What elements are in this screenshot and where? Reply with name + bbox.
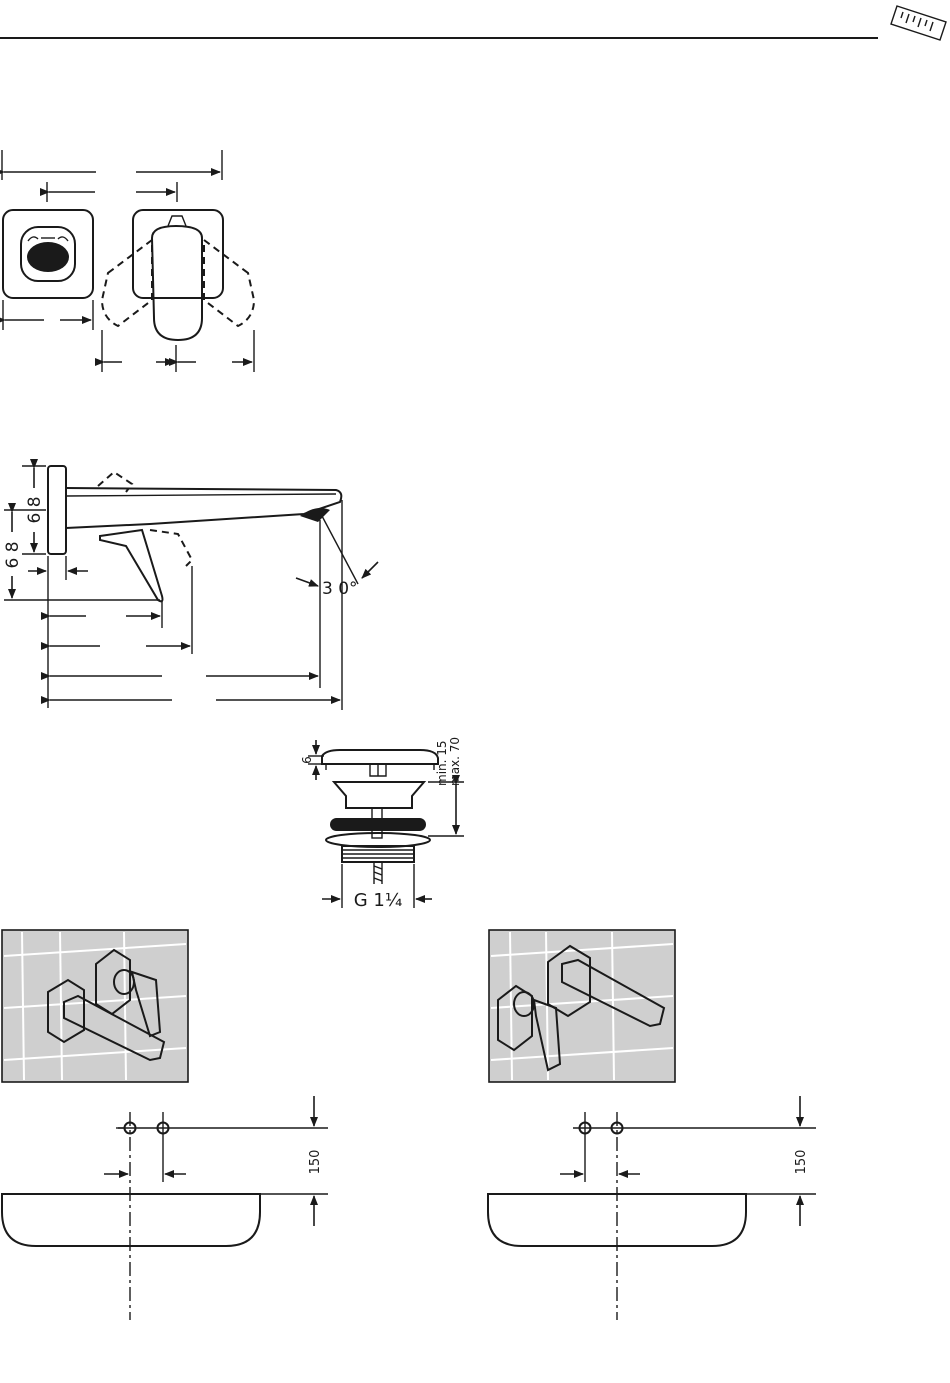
side-view: 6 8 6 8 3 0° xyxy=(3,466,378,710)
dim-150-left: 150 xyxy=(308,1150,323,1175)
front-view xyxy=(2,150,254,372)
dim-6: 6 xyxy=(300,756,314,764)
basin-layout-right: 150 xyxy=(488,1096,816,1320)
max-70: max. 70 xyxy=(448,737,462,786)
min-15: min. 15 xyxy=(435,740,449,786)
dim-150-right: 150 xyxy=(794,1150,809,1175)
dim-68-lower: 6 8 xyxy=(3,541,23,568)
install-illustration-right xyxy=(489,930,675,1082)
basin-layout-left: 150 xyxy=(2,1096,328,1320)
angle-30: 3 0° xyxy=(322,579,358,599)
waste-valve: 6 min. 15 max. 70 G 1¼ xyxy=(300,737,464,911)
ruler-icon xyxy=(891,6,946,40)
thread-size: G 1¼ xyxy=(354,890,403,911)
install-illustration-left xyxy=(2,930,188,1082)
